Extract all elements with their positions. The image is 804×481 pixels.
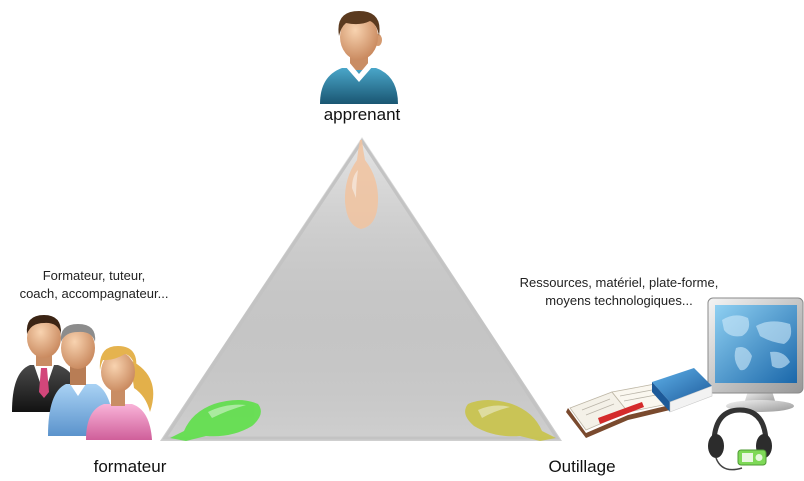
- trainer-man-suit-tie: [39, 368, 49, 398]
- left-balloon-icon: [170, 400, 261, 441]
- mp3-player-icon: [737, 449, 767, 466]
- apex-balloon-icon: [344, 140, 379, 229]
- right-vertex-label: Outillage: [548, 457, 616, 476]
- triangle-shading: [160, 137, 562, 441]
- mp3-player-screen: [742, 453, 753, 462]
- triangle-edge: [162, 138, 560, 440]
- text-line: [585, 403, 615, 416]
- map-continent: [722, 315, 750, 337]
- learner-head: [340, 14, 378, 60]
- right-note: Ressources, matériel, plate-forme, moyen…: [508, 274, 730, 310]
- left-vertex-label: formateur: [93, 457, 167, 476]
- learner-collar: [345, 62, 373, 82]
- map-continent: [770, 351, 790, 369]
- trainer-woman: [86, 346, 154, 440]
- trainer-woman-neck: [111, 389, 125, 406]
- world-map-icon: [722, 315, 792, 371]
- closed-book-spine: [652, 382, 670, 412]
- text-line: [619, 389, 653, 397]
- trainer-woman-head: [101, 352, 135, 392]
- map-continent: [756, 321, 792, 344]
- monitor-screen: [715, 305, 797, 383]
- mp3-player-wheel: [755, 454, 763, 461]
- right-balloon-body: [465, 400, 556, 441]
- learner-icon: [320, 11, 398, 104]
- open-book-text-lines: [581, 389, 657, 416]
- left-balloon-highlight: [208, 404, 246, 418]
- left-balloon-body: [170, 400, 261, 441]
- text-line: [581, 398, 611, 411]
- text-line: [623, 394, 657, 402]
- open-book-cover: [566, 405, 670, 438]
- map-continent: [734, 347, 752, 371]
- learner-hair: [338, 11, 380, 36]
- trainer-man-grey-head: [61, 327, 95, 369]
- right-balloon-icon: [465, 400, 556, 441]
- apex-balloon-body: [344, 140, 379, 229]
- right-note-line: Ressources, matériel, plate-forme,: [519, 275, 719, 290]
- left-note-line: coach, accompagnateur...: [19, 286, 169, 301]
- trainers-group-icon: [12, 315, 154, 440]
- headphones-cable: [715, 457, 743, 471]
- left-note-line: Formateur, tuteur,: [42, 268, 146, 283]
- trainer-woman-hair: [99, 346, 137, 370]
- trainer-man-grey-neck: [70, 366, 86, 385]
- closed-book-pages: [669, 385, 713, 413]
- trainer-man-suit-head: [27, 318, 61, 358]
- closed-book-cover: [652, 368, 712, 402]
- headphones-band: [711, 407, 769, 441]
- learner-body: [320, 68, 398, 104]
- bookmark-ribbon: [598, 402, 644, 424]
- books-icon: [566, 368, 713, 438]
- apex-balloon-highlight: [352, 170, 358, 198]
- apex-label: apprenant: [323, 105, 401, 124]
- right-balloon-highlight: [478, 405, 510, 418]
- trainer-woman-ponytail: [130, 360, 154, 412]
- right-note-line: moyens technologiques...: [545, 293, 693, 308]
- headphones-left-cup: [708, 434, 724, 458]
- left-note: Formateur, tuteur, coach, accompagnateur…: [4, 267, 184, 303]
- trainer-man-suit-hair: [26, 315, 62, 334]
- trainer-man-grey-hair: [60, 324, 96, 342]
- trainer-man-grey-collar: [70, 384, 86, 396]
- computer-monitor-icon: [707, 297, 804, 412]
- triangle: [160, 137, 562, 441]
- trainer-woman-body: [86, 404, 152, 440]
